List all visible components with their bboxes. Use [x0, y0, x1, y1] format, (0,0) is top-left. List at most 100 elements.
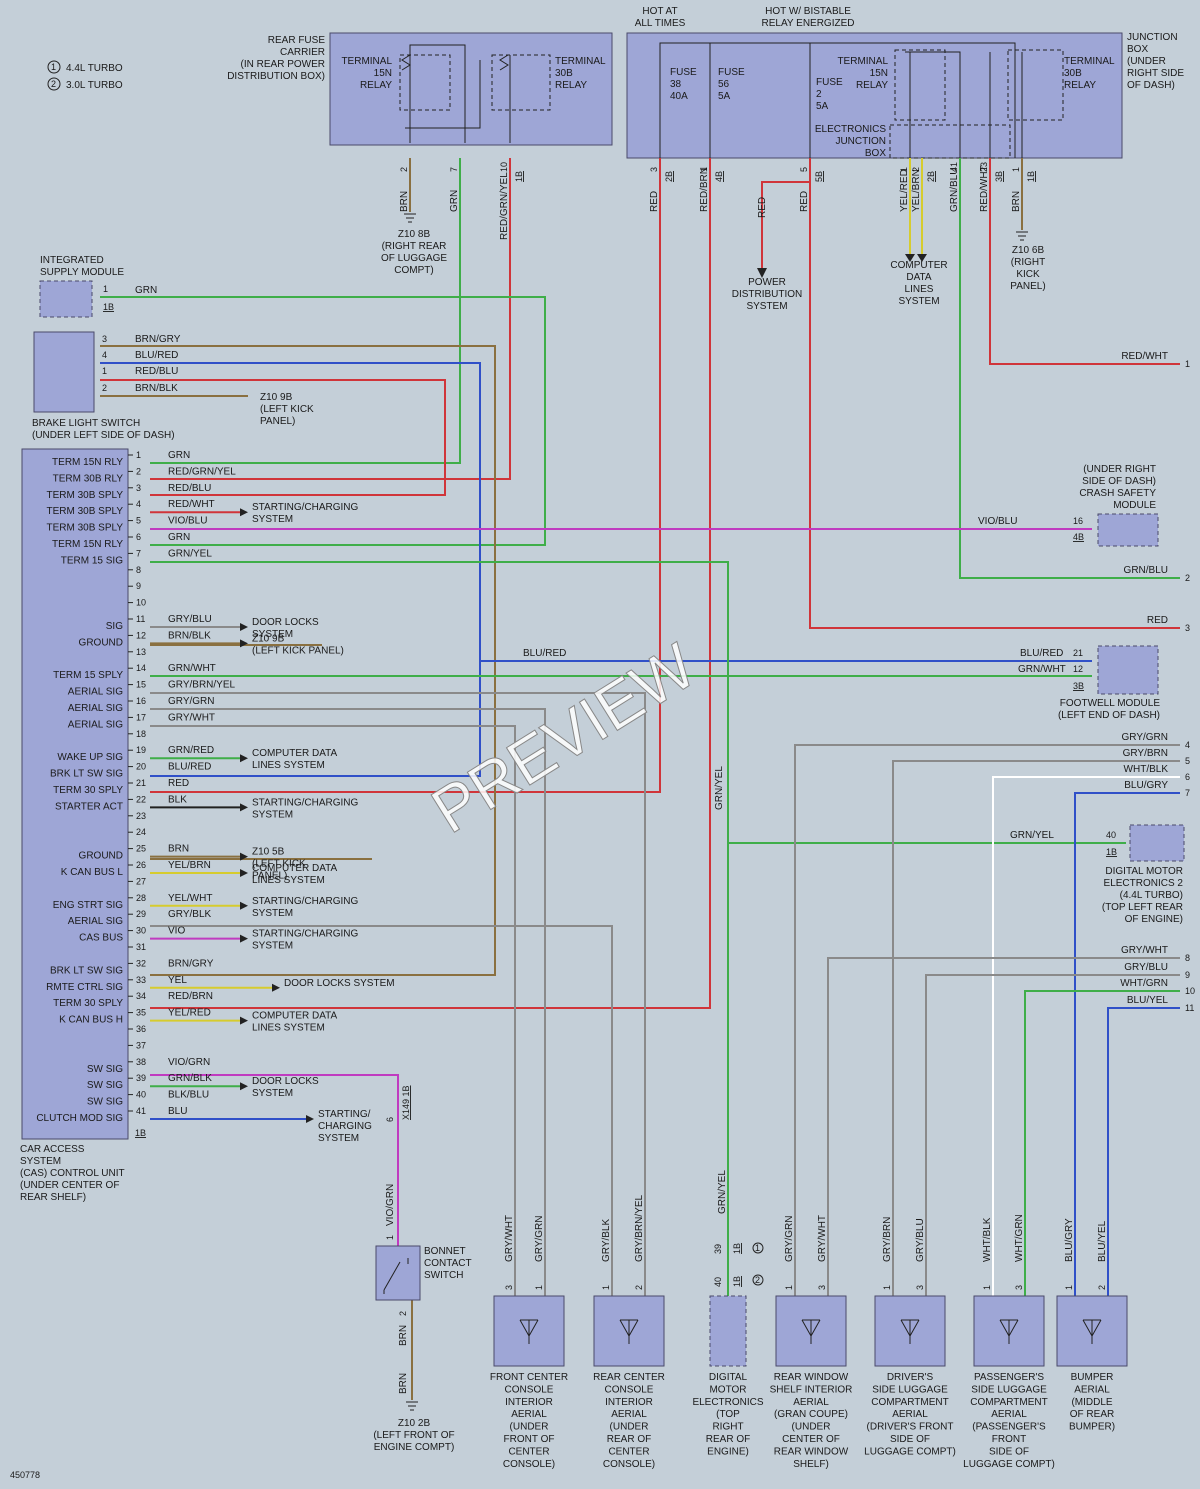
- arrow-icon: [240, 934, 248, 943]
- bottom-pin-num: 1: [534, 1285, 544, 1290]
- bls-pin-wire: BRN/GRY: [135, 334, 181, 345]
- top-pin-num: 23: [979, 162, 989, 172]
- antenna-icon: [900, 1319, 920, 1344]
- bottom-pin-num: 1: [882, 1285, 892, 1290]
- offpage-wire: GRY/BLU: [1124, 962, 1168, 973]
- offpage-num: 3: [1185, 623, 1190, 633]
- cas-pin-num: 14: [136, 663, 146, 673]
- legend: 1 4.4L TURBO 2 3.0L TURBO: [47, 60, 123, 91]
- cas-control-unit: [21, 448, 129, 1140]
- top-pin-num: 41: [949, 162, 959, 172]
- cas-pin-num: 20: [136, 762, 146, 772]
- cas-pin-num: 18: [136, 729, 146, 739]
- cas-pin-num: 23: [136, 811, 146, 821]
- ism-conn: 1B: [103, 302, 114, 312]
- bonnet-contact-switch: [375, 1245, 421, 1301]
- arrow-icon: [240, 1082, 248, 1091]
- cas-pin-wire: VIO: [168, 926, 185, 937]
- bonnet-wire-bot2: BRN: [398, 1373, 409, 1394]
- cas-pin-num: 15: [136, 680, 146, 690]
- bonnet-pin-bot: 2: [398, 1311, 408, 1316]
- cas-pin-name: BRK LT SW SIG: [50, 965, 123, 976]
- arrow-icon: [240, 754, 248, 763]
- wire-gry-wht-offpage8: [827, 957, 1180, 1296]
- offpage-num: 4: [1185, 740, 1190, 750]
- cas-pin-name: STARTER ACT: [55, 801, 123, 812]
- arrow-icon: [240, 623, 248, 631]
- bottom-pin-wire: WHT/GRN: [1014, 1214, 1025, 1262]
- footwell-pin-2: 12: [1073, 664, 1083, 674]
- top-pin-num: 2: [399, 167, 409, 172]
- top-pin-wire: RED: [757, 197, 768, 218]
- bls-pin-num: 1: [102, 366, 107, 376]
- bls-pin-wire: BRN/BLK: [135, 383, 178, 394]
- antenna-icon: [1082, 1319, 1102, 1344]
- cas-pin-wire: RED/BLU: [168, 483, 211, 494]
- cas-pin-name: K CAN BUS L: [61, 867, 124, 878]
- integrated-supply-module: [39, 280, 93, 318]
- bottom-pin-wire: GRY/GRN: [534, 1216, 545, 1263]
- bottom-pin-wire: GRY/BLK: [601, 1219, 612, 1262]
- grnyel-vertical-label: GRN/YEL: [714, 766, 725, 810]
- cas-pin-num: 8: [136, 565, 141, 575]
- cas-pin-num: 40: [136, 1090, 146, 1100]
- top-pin-wire: GRN: [449, 190, 460, 212]
- cas-pin-num: 21: [136, 778, 146, 788]
- footwell-wire-1: BLU/RED: [1020, 648, 1063, 659]
- dme-pin-40: 40: [713, 1277, 723, 1287]
- footwell-label: FOOTWELL MODULE(LEFT END OF DASH): [1058, 698, 1160, 721]
- bottom-pin-wire: GRY/WHT: [504, 1215, 515, 1262]
- bottom-component-box: [709, 1295, 747, 1367]
- legend-text-2: 3.0L TURBO: [66, 80, 123, 91]
- jb-internal: [659, 42, 1023, 158]
- bls-pin-num: 3: [102, 334, 107, 344]
- cas-pin-name: TERM 30B SPLY: [46, 506, 123, 517]
- cas-conn: 1B: [135, 1128, 146, 1138]
- arrow-icon: [306, 1115, 314, 1123]
- wire-gry-grn-offpage4: [794, 744, 1180, 1296]
- cas-pin-destination: Z10 9B(LEFT KICK PANEL): [252, 633, 344, 656]
- cas-pin-name: TERM 30B RLY: [53, 473, 124, 484]
- cas-pin-destination: DOOR LOCKS SYSTEM: [284, 978, 395, 989]
- cas-pin-wire: YEL/BRN: [168, 860, 211, 871]
- offpage-wire: BLU/GRY: [1124, 780, 1168, 791]
- arrow-icon: [905, 254, 927, 262]
- cas-pin-name: TERM 30B SPLY: [46, 523, 123, 534]
- cas-pin-name: TERM 15 SIG: [61, 555, 123, 566]
- dme-legend-1: 2: [755, 1275, 760, 1285]
- top-pin-num: 1: [899, 167, 909, 172]
- bls-pin-num: 2: [102, 383, 107, 393]
- cas-pin-wire: RED/GRN/YEL: [168, 466, 236, 477]
- cas-pin-wire: GRY/WHT: [168, 712, 215, 723]
- offpage-num: 5: [1185, 756, 1190, 766]
- cas-pin-wire: GRN/RED: [168, 745, 214, 756]
- cas-pin-wire: GRN: [168, 450, 190, 461]
- bottom-pin-num: 1: [601, 1285, 611, 1290]
- rear-fuse-internal: [405, 44, 511, 143]
- cas-pin-wire: BRN: [168, 844, 189, 855]
- cas-pin-name: GROUND: [79, 637, 123, 648]
- crash-safety-module: [1097, 513, 1159, 547]
- cas-pin-wire: VIO/BLU: [168, 516, 207, 527]
- top-pin-wire: BRN: [399, 191, 410, 212]
- wire-gry-blu-offpage9: [925, 974, 1180, 1296]
- cas-pin-name: CLUTCH MOD SIG: [36, 1113, 123, 1124]
- offpage-num: 9: [1185, 970, 1190, 980]
- offpage-num: 6: [1185, 772, 1190, 782]
- dme-conn-40: 1B: [732, 1276, 742, 1287]
- crash-wire: VIO/BLU: [978, 516, 1017, 527]
- wire-red-wht-offpage1: [989, 158, 1180, 365]
